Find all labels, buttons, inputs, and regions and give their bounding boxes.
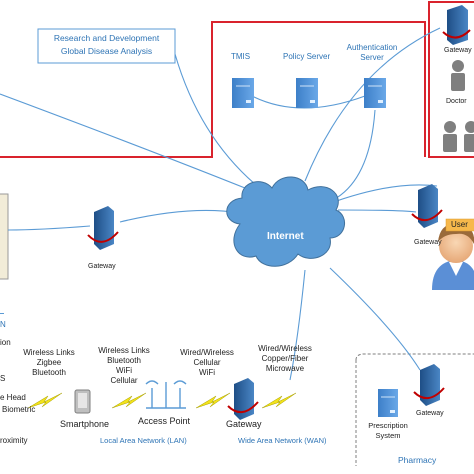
policy-server-label: Policy Server bbox=[283, 52, 331, 61]
staff-icon-left bbox=[443, 121, 457, 152]
pharmacy-gateway-label: Gateway bbox=[416, 410, 444, 417]
left-proximity-label: roximity bbox=[0, 436, 28, 445]
ww1-line-3: WiFi bbox=[199, 368, 215, 377]
authentication-server-label: Authentication Server bbox=[338, 43, 406, 63]
tmis-label: TMIS bbox=[231, 52, 251, 61]
user-tag bbox=[445, 218, 474, 232]
lan-gateway-label: Gateway bbox=[226, 419, 262, 429]
left-box-line bbox=[0, 313, 4, 314]
left-partial-ion: ion bbox=[0, 338, 11, 347]
prescription-line-2: System bbox=[375, 431, 401, 440]
rd-line-1: Research and Development bbox=[53, 33, 160, 43]
wired-wireless-2: Wired/Wireless Copper/Fiber Microwave bbox=[246, 344, 324, 374]
authentication-server-icon bbox=[364, 78, 386, 108]
wl-left-3: Bluetooth bbox=[32, 368, 66, 377]
wl-lan-2: Bluetooth bbox=[107, 356, 141, 365]
internet-label: Internet bbox=[267, 231, 304, 242]
auth-line-2: Server bbox=[360, 53, 384, 62]
left-head-label: e Head bbox=[0, 393, 26, 402]
hospital-boundary bbox=[0, 21, 426, 158]
wl-lan-3: WiFi bbox=[116, 366, 132, 375]
prescription-server-icon bbox=[378, 389, 398, 417]
lan-network-label: Local Area Network (LAN) bbox=[100, 436, 187, 445]
wireless-links-lan: Wireless Links Bluetooth WiFi Cellular bbox=[84, 346, 164, 386]
doctor-label: Doctor bbox=[446, 98, 467, 105]
wl-left-2: Zigbee bbox=[36, 358, 62, 367]
lightning-bolt-icons bbox=[27, 392, 297, 409]
ww2-line-2: Copper/Fiber bbox=[261, 354, 309, 363]
ww2-line-1: Wired/Wireless bbox=[258, 344, 312, 353]
access-point-label: Access Point bbox=[138, 416, 191, 426]
smartphone-icon bbox=[74, 389, 91, 414]
left-partial-n: N bbox=[0, 320, 6, 329]
wl-left-1: Wireless Links bbox=[23, 348, 75, 357]
gateway-icon-right bbox=[411, 184, 443, 228]
smartphone-label: Smartphone bbox=[60, 419, 110, 429]
wl-lan-1: Wireless Links bbox=[98, 346, 150, 355]
tmis-server-icon bbox=[232, 78, 254, 108]
rd-box bbox=[37, 28, 176, 64]
connection-lines bbox=[0, 27, 441, 381]
staff-icon-right bbox=[464, 121, 474, 152]
doctor-icon bbox=[451, 60, 465, 91]
ww1-line-2: Cellular bbox=[193, 358, 221, 367]
user-tag-label: User bbox=[451, 220, 468, 229]
doctor-panel-boundary bbox=[428, 1, 474, 158]
wl-lan-4: Cellular bbox=[110, 376, 138, 385]
gateway-right-label: Gateway bbox=[414, 239, 442, 246]
wired-wireless-1: Wired/Wireless Cellular WiFi bbox=[168, 348, 246, 378]
rd-line-2: Global Disease Analysis bbox=[60, 46, 153, 56]
auth-line-1: Authentication bbox=[346, 43, 398, 52]
user-avatar-icon bbox=[432, 223, 474, 290]
prescription-system-label: Prescription System bbox=[360, 421, 416, 441]
pharmacy-label: Pharmacy bbox=[398, 455, 437, 465]
policy-server-icon bbox=[296, 78, 318, 108]
left-partial-s: S bbox=[0, 374, 6, 383]
gateway-left-label: Gateway bbox=[88, 263, 116, 270]
gateway-icon-top-right bbox=[442, 5, 471, 45]
rd-box-label: Research and Development Global Disease … bbox=[38, 32, 175, 58]
ww2-line-3: Microwave bbox=[265, 364, 305, 373]
left-biometric-label: Biometric bbox=[2, 405, 36, 414]
gateway-icon-pharmacy bbox=[413, 364, 445, 406]
left-device-box bbox=[0, 193, 9, 280]
wan-network-label: Wide Area Network (WAN) bbox=[238, 436, 327, 445]
pharmacy-boundary bbox=[355, 353, 474, 466]
prescription-line-1: Prescription bbox=[368, 421, 408, 430]
right-gateway-label: Gateway bbox=[444, 47, 472, 54]
gateway-icon-lan bbox=[227, 378, 259, 420]
internet-cloud-icon bbox=[226, 176, 345, 267]
ww1-line-1: Wired/Wireless bbox=[180, 348, 234, 357]
gateway-icon-left bbox=[87, 206, 119, 250]
wireless-links-left: Wireless Links Zigbee Bluetooth bbox=[14, 348, 84, 378]
access-point-icon bbox=[145, 380, 187, 409]
